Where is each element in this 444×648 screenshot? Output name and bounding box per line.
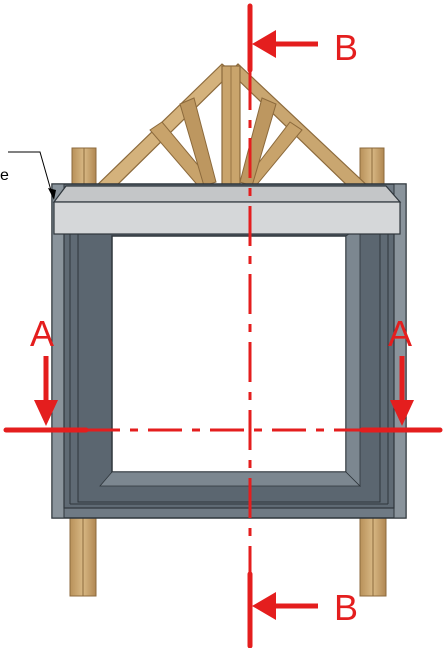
lintel-top <box>52 185 402 203</box>
truss-left-web-2 <box>179 97 217 187</box>
section-b-line: B B <box>247 3 358 648</box>
section-a-left-label: A <box>30 313 54 354</box>
section-a-right-label: A <box>388 313 412 354</box>
section-b-bottom-label: B <box>334 587 358 628</box>
section-b-top-label: B <box>334 27 358 68</box>
bottom-studs <box>69 511 387 597</box>
section-a-right-arrowhead <box>390 400 414 426</box>
section-b-bottom-arrowhead <box>252 592 276 620</box>
opening-bevel-bottom <box>99 471 361 487</box>
section-b-top-arrowhead <box>252 30 276 58</box>
callout-arrowhead <box>48 188 56 200</box>
window-frame <box>51 183 407 519</box>
window-opening <box>111 235 347 473</box>
callout-text: e <box>0 167 9 184</box>
lintel-face <box>53 201 401 235</box>
callout: e <box>0 151 56 200</box>
top-studs <box>71 147 385 189</box>
lintel <box>52 185 402 235</box>
section-a-line: A A <box>3 313 443 433</box>
opening-bevel-right <box>345 225 361 487</box>
section-a-left-arrowhead <box>34 400 58 426</box>
callout-leader <box>8 151 53 195</box>
roof-truss <box>90 63 374 191</box>
